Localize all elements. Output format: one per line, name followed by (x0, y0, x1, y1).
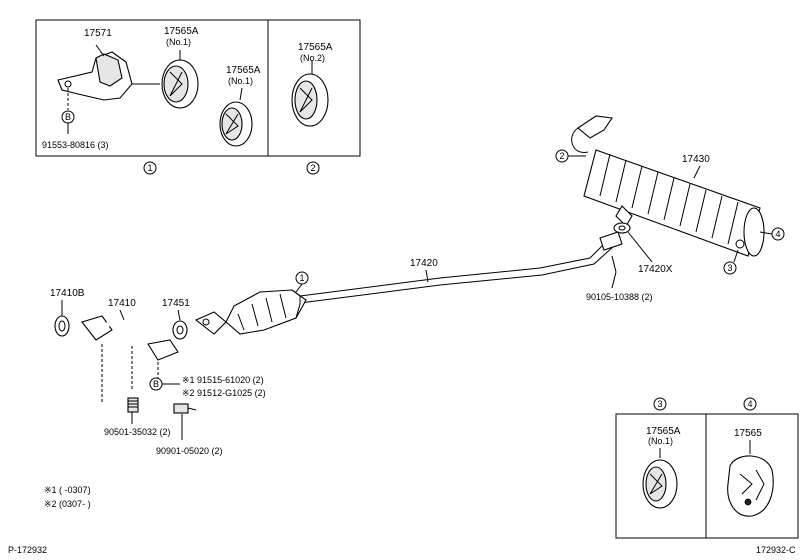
bolt-90901-drawing (173, 403, 197, 414)
group-1-marker (143, 161, 157, 175)
label-17565a-lower-sub: (No.1) (228, 76, 253, 86)
catalytic-converter-drawing (194, 289, 307, 335)
hanger-17565a-no2-drawing (291, 60, 329, 127)
label-17565a-upper-sub: (No.1) (166, 37, 191, 47)
hanger-17565-drawing (727, 455, 774, 517)
top-left-inset: 17571 17565A (No.1) 17565A (No.1) 17565A… (35, 19, 361, 157)
label-17420x: 17420X (638, 264, 673, 275)
inset-frame-2 (615, 413, 799, 539)
label-17451: 17451 (162, 298, 190, 309)
group-3-marker (653, 397, 667, 411)
muffler-17430-drawing (571, 115, 765, 257)
gasket-17451-drawing (172, 320, 188, 340)
gasket-17410b-drawing (54, 315, 70, 337)
circle-3-text: 3 (727, 263, 732, 273)
label-17565a-upper: 17565A (164, 26, 199, 37)
label-17565a-lower: 17565A (226, 65, 261, 76)
circle-4-text: 4 (775, 229, 780, 239)
circle-1-text: 1 (299, 273, 304, 283)
circle-3-marker (723, 261, 737, 275)
group-3-text: 3 (657, 399, 662, 409)
label-91553-80816: 91553-80816 (3) (42, 140, 109, 150)
label-17420: 17420 (410, 258, 438, 269)
label-17430: 17430 (682, 154, 710, 165)
label-17410b: 17410B (50, 288, 85, 299)
label-90105-10388: 90105-10388 (2) (586, 292, 653, 302)
group-2-text: 2 (310, 163, 315, 173)
legend-row-2: ※2 (0307- ) (44, 499, 91, 509)
circle-2-text: 2 (559, 151, 564, 161)
bottom-right-inset: 3 4 17565A (No.1) 17565 (615, 397, 799, 539)
group-4-text: 4 (747, 399, 752, 409)
label-17410: 17410 (108, 298, 136, 309)
front-pipe-17410-drawing (81, 315, 179, 361)
center-pipe-17420-drawing (299, 231, 623, 304)
hanger-17565a-no1-upper-drawing (161, 50, 199, 109)
footer-left-code: P-172932 (8, 545, 47, 555)
label-90501-35032: 90501-35032 (2) (104, 427, 171, 437)
inset-frame (35, 19, 361, 157)
circle-b-text: B (65, 112, 71, 122)
circle-b2-text: B (153, 379, 159, 389)
hanger-17565a-no1-lower-drawing (219, 87, 253, 147)
bracket-17571-drawing (57, 44, 160, 101)
label-17565a-br: 17565A (646, 426, 681, 437)
footer-right-code: 172932-C (756, 545, 796, 555)
note-2-label: ※2 91512-G1025 (2) (182, 388, 266, 398)
label-17565-br: 17565 (734, 428, 762, 439)
label-17565a-no2: 17565A (298, 42, 333, 53)
legend-row-1: ※1 ( -0307) (44, 485, 91, 495)
label-17571: 17571 (84, 28, 112, 39)
stud-90501-drawing (127, 397, 139, 413)
group-2-marker (306, 161, 320, 175)
hanger-17565a-br-drawing (642, 459, 678, 509)
group-4-marker (743, 397, 757, 411)
label-17565a-br-sub: (No.1) (648, 436, 673, 446)
label-90901-05020: 90901-05020 (2) (156, 446, 223, 456)
label-17565a-no2-sub: (No.2) (300, 53, 325, 63)
note-1-label: ※1 91515-61020 (2) (182, 375, 264, 385)
group-1-text: 1 (147, 163, 152, 173)
gasket-17420x-drawing (613, 222, 631, 234)
